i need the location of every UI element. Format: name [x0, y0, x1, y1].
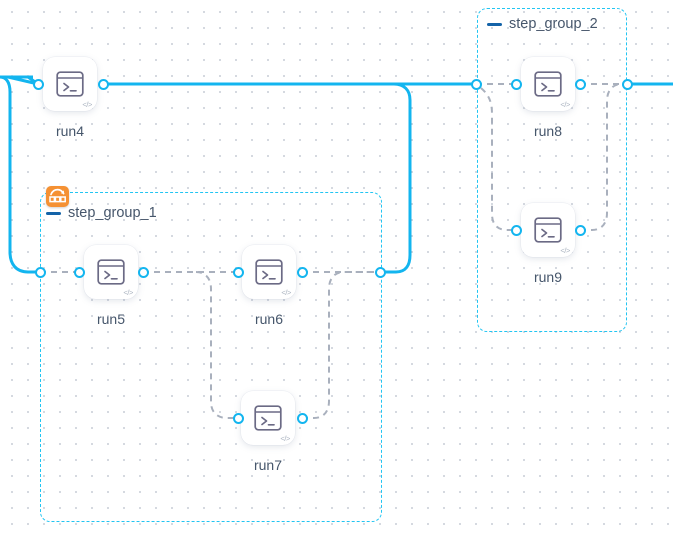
port-group1-in[interactable] — [34, 266, 46, 278]
port-group1-out[interactable] — [374, 266, 386, 278]
node-run5[interactable]: </> — [84, 245, 138, 299]
code-glyph-icon: </> — [82, 99, 92, 109]
code-glyph-icon: </> — [280, 433, 290, 443]
node-label-run4: run4 — [55, 123, 85, 139]
port-run4-in[interactable] — [32, 78, 44, 90]
port-run4-out[interactable] — [97, 78, 109, 90]
node-label-run6: run6 — [254, 311, 284, 327]
terminal-icon — [534, 71, 562, 97]
terminal-icon — [255, 259, 283, 285]
node-run4[interactable]: </> — [43, 57, 97, 111]
port-run7-in[interactable] — [232, 412, 244, 424]
node-label-run7: run7 — [253, 457, 283, 473]
port-run5-in[interactable] — [73, 266, 85, 278]
port-run8-in[interactable] — [510, 78, 522, 90]
node-label-run9: run9 — [533, 269, 563, 285]
port-run9-out[interactable] — [574, 224, 586, 236]
terminal-icon — [97, 259, 125, 285]
minus-icon[interactable] — [46, 211, 61, 215]
port-run6-out[interactable] — [296, 266, 308, 278]
terminal-icon — [534, 217, 562, 243]
group-label-text: step_group_1 — [68, 205, 157, 221]
node-run6[interactable]: </> — [242, 245, 296, 299]
terminal-icon — [254, 405, 282, 431]
group-label-step-group-2[interactable]: step_group_2 — [487, 16, 598, 32]
minus-icon[interactable] — [487, 22, 502, 26]
node-run8[interactable]: </> — [521, 57, 575, 111]
port-run5-out[interactable] — [137, 266, 149, 278]
code-glyph-icon: </> — [560, 99, 570, 109]
node-label-run8: run8 — [533, 123, 563, 139]
port-run8-out[interactable] — [574, 78, 586, 90]
code-glyph-icon: </> — [123, 287, 133, 297]
port-run6-in[interactable] — [232, 266, 244, 278]
code-glyph-icon: </> — [281, 287, 291, 297]
port-group2-out[interactable] — [621, 78, 633, 90]
node-label-run5: run5 — [96, 311, 126, 327]
node-run9[interactable]: </> — [521, 203, 575, 257]
group-loop-icon — [46, 186, 69, 207]
code-glyph-icon: </> — [560, 245, 570, 255]
port-group2-in[interactable] — [470, 78, 482, 90]
group-label-text: step_group_2 — [509, 16, 598, 32]
node-run7[interactable]: </> — [241, 391, 295, 445]
group-frame-step-group-2[interactable] — [477, 8, 627, 332]
group-frame-step-group-1[interactable] — [40, 192, 382, 522]
port-run9-in[interactable] — [510, 224, 522, 236]
group-label-step-group-1[interactable]: step_group_1 — [46, 205, 157, 221]
port-run7-out[interactable] — [296, 412, 308, 424]
edge-left-branch-group1 — [0, 75, 40, 274]
terminal-icon — [56, 71, 84, 97]
